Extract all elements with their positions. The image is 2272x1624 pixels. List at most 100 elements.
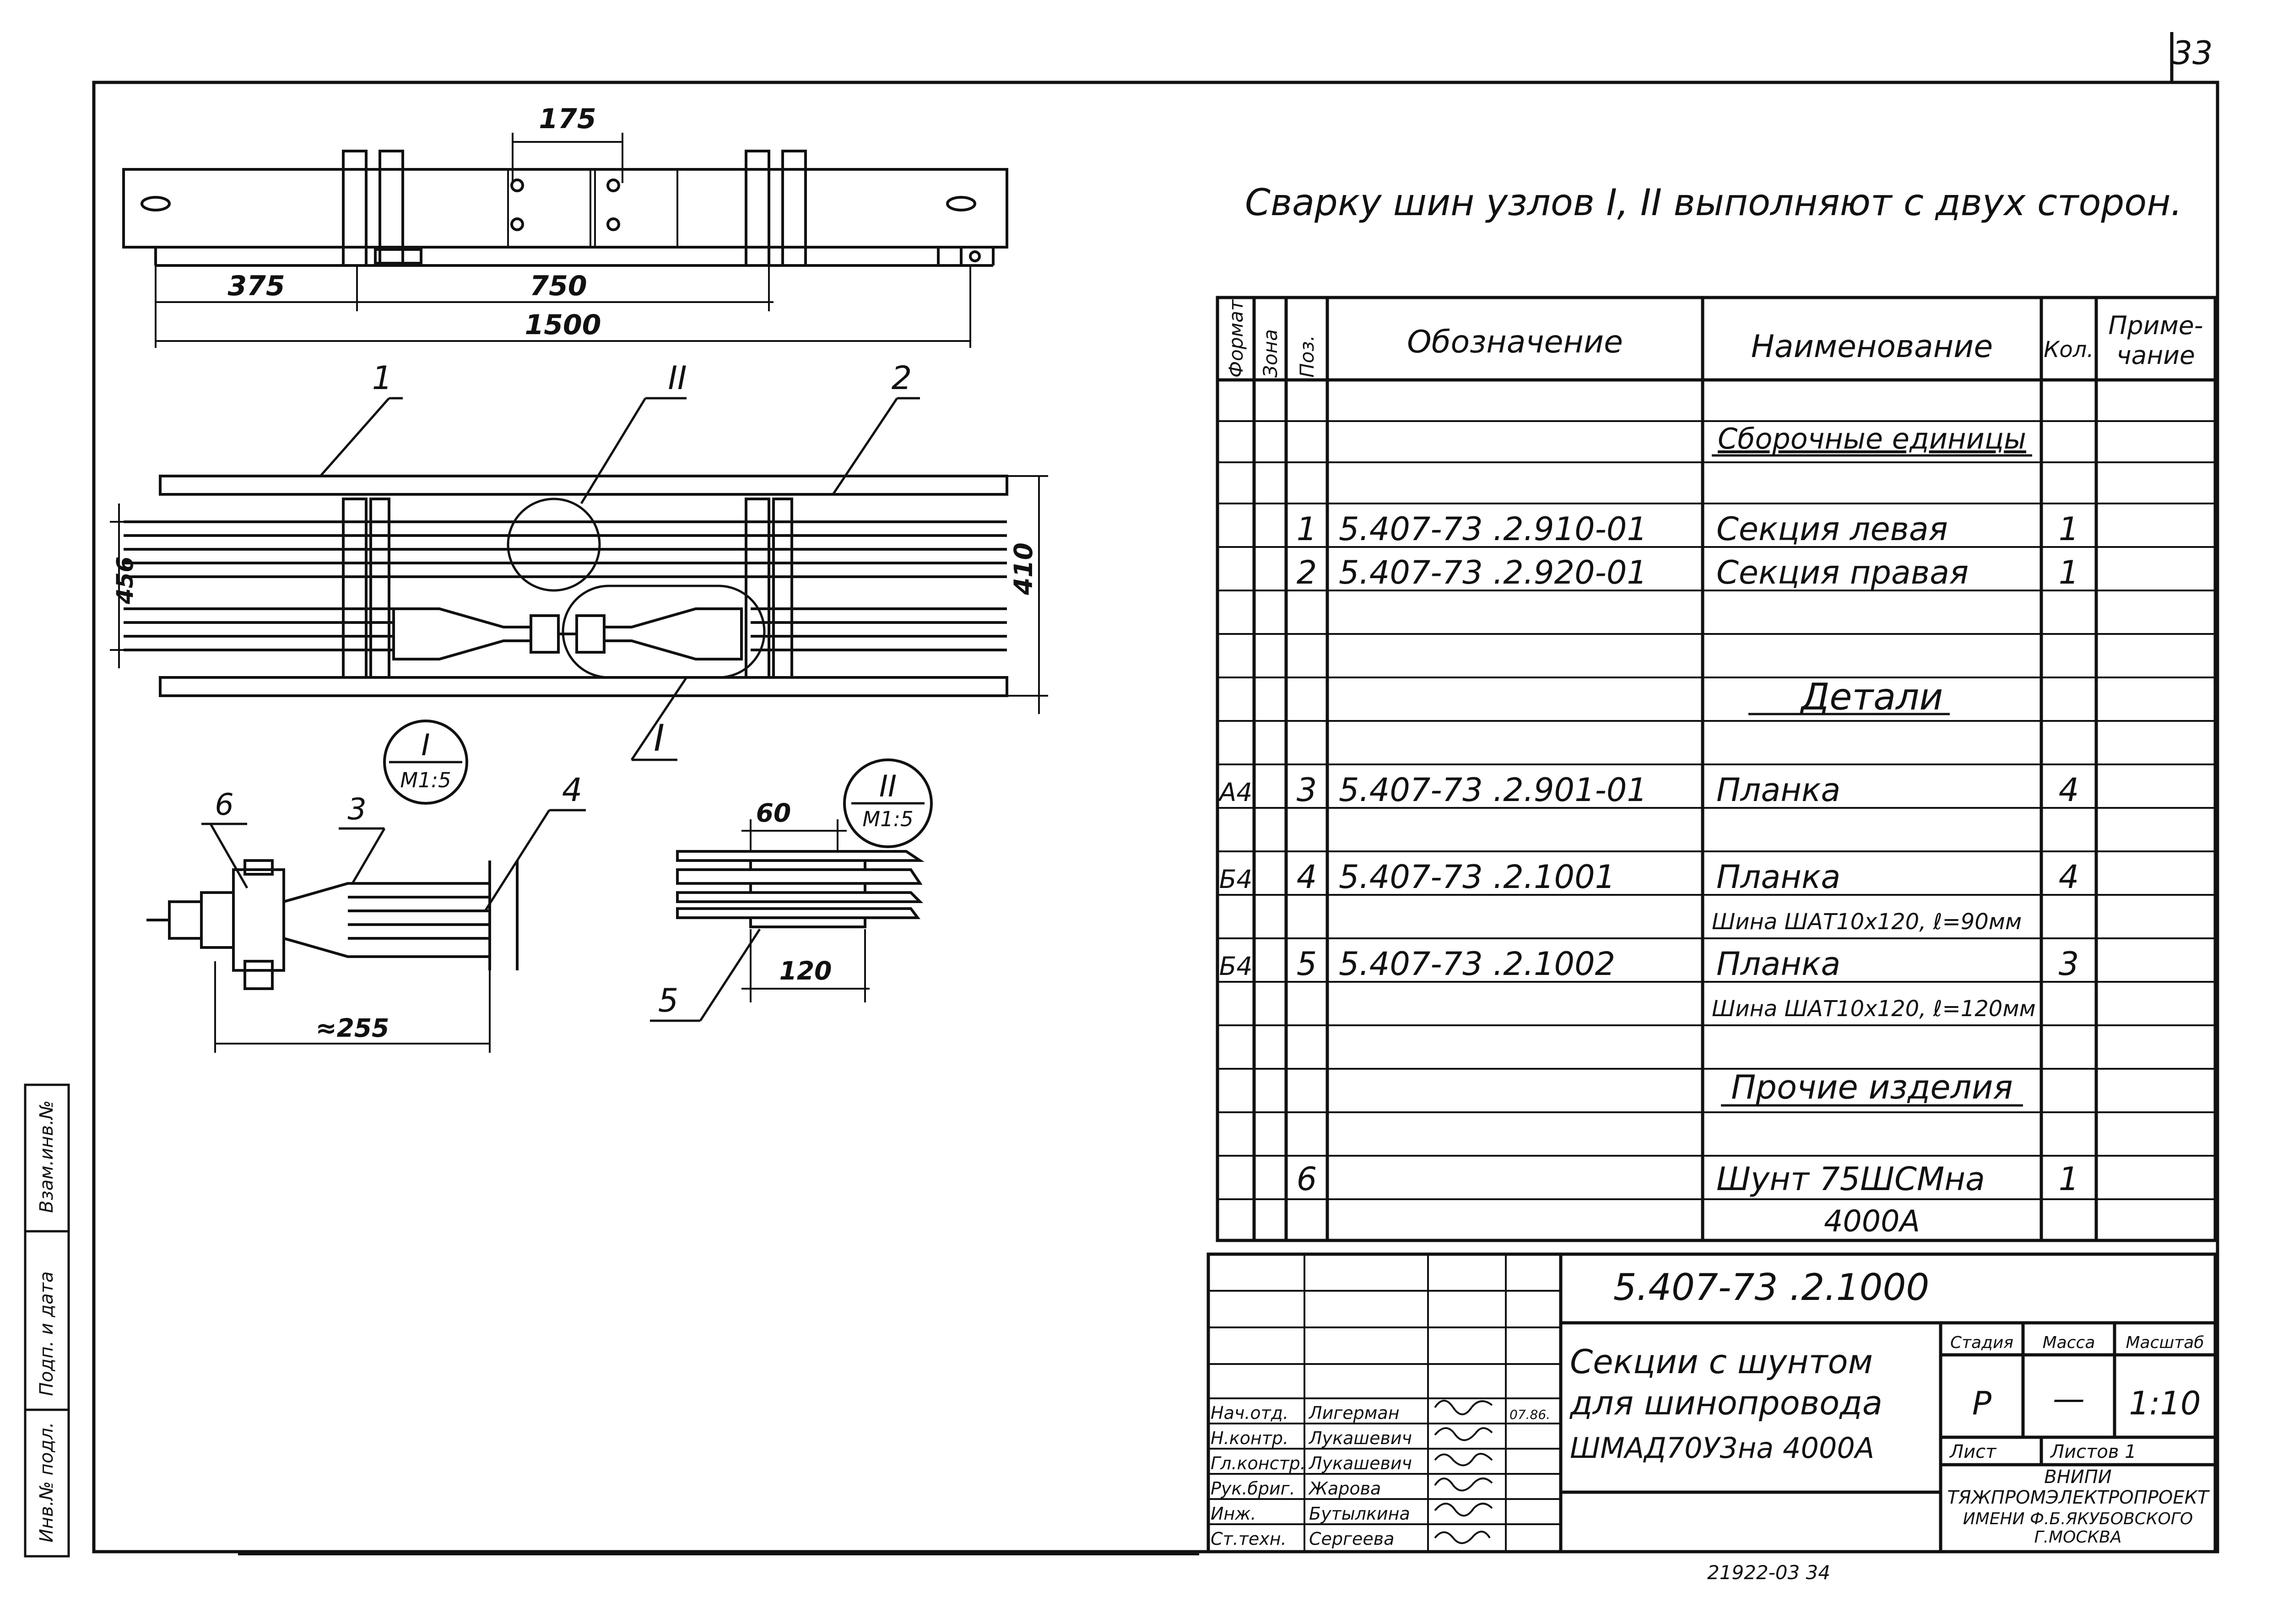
callout-6: 6 <box>215 788 233 822</box>
dim-456: 456 <box>112 557 138 605</box>
sign-role: Н.контр. <box>1211 1428 1288 1448</box>
table-row: Шина ШАТ10х120, ℓ=90мм <box>1712 909 2022 935</box>
row-qty: 1 <box>2059 1160 2079 1198</box>
sign-role: Гл.констр. <box>1211 1453 1306 1473</box>
table-row: 1 5.407-73 .2.910-01 Секция левая 1 <box>1297 510 2079 548</box>
header-format: Формат <box>1225 299 1247 378</box>
stage-value: Р <box>1972 1385 1992 1422</box>
callout-node-II: II <box>668 359 687 397</box>
front-view <box>110 397 1048 761</box>
header-name: Наименование <box>1751 329 1993 365</box>
callout-2: 2 <box>892 359 912 397</box>
row-designation: 5.407-73 .2.1002 <box>1339 945 1615 983</box>
sign-name: Лигерман <box>1308 1403 1400 1423</box>
row-qty: 1 <box>2059 554 2079 591</box>
sheet-frame <box>92 81 2219 1554</box>
welding-note: Сварку шин узлов I, II выполняют с двух … <box>1245 181 2182 224</box>
sign-name: Бутылкина <box>1309 1504 1410 1524</box>
bottom-code: 21922-03 34 <box>1707 1561 1830 1584</box>
header-note-2: чание <box>2116 341 2195 370</box>
signature-grid <box>1208 1254 1561 1552</box>
sign-name: Сергеева <box>1309 1529 1394 1549</box>
stage-label: Стадия <box>1950 1333 2013 1352</box>
dim-1500: 1500 <box>525 309 601 341</box>
row-name: Секция левая <box>1716 510 1948 548</box>
mass-label: Масса <box>2043 1333 2095 1352</box>
top-view <box>122 133 1008 348</box>
org-line-2: ТЯЖПРОМЭЛЕКТРОПРОЕКТ <box>1947 1487 2210 1508</box>
row-pos: 3 <box>1297 771 1317 809</box>
dim-60: 60 <box>756 798 791 828</box>
table-row: 4000А <box>1824 1204 1920 1239</box>
row-designation: 5.407-73 .2.920-01 <box>1339 554 1647 591</box>
detail-I <box>146 720 586 1053</box>
callout-5: 5 <box>658 982 679 1019</box>
dim-410: 410 <box>1009 542 1038 595</box>
header-zone: Зона <box>1259 329 1282 378</box>
row-pos: 2 <box>1297 554 1317 591</box>
row-qty: 3 <box>2059 945 2079 983</box>
sign-name: Лукашевич <box>1308 1428 1412 1448</box>
row-format: А4 <box>1218 778 1253 807</box>
table-row: 6 Шунт 75ШСМна 1 <box>1297 1160 2079 1198</box>
row-designation: 5.407-73 .2.910-01 <box>1339 510 1647 548</box>
dim-750: 750 <box>530 270 587 302</box>
dim-120: 120 <box>779 956 832 985</box>
sign-date: 07.86. <box>1509 1407 1550 1422</box>
detail-I-number: I <box>421 728 430 763</box>
row-pos: 1 <box>1297 510 1317 548</box>
side-margin-stamp <box>24 1083 70 1558</box>
header-designation: Обозначение <box>1407 324 1623 360</box>
margin-label-3: Инв.№ подл. <box>36 1422 57 1543</box>
sign-role: Нач.отд. <box>1211 1403 1288 1423</box>
row-format: Б4 <box>1219 865 1253 894</box>
org-line-1: ВНИПИ <box>2044 1467 2111 1488</box>
title-line-2: для шинопровода <box>1569 1384 1883 1422</box>
row-name: Планка <box>1716 858 1840 896</box>
table-row: 2 5.407-73 .2.920-01 Секция правая 1 <box>1297 554 2079 591</box>
row-name: Планка <box>1716 945 1840 983</box>
row-name: Шина ШАТ10х120, ℓ=90мм <box>1712 909 2022 935</box>
header-note-1: Приме- <box>2108 311 2203 340</box>
signature-scribbles <box>1434 1400 1493 1544</box>
header-pos: Поз. <box>1296 335 1318 378</box>
page-number: 33 <box>2172 34 2212 72</box>
callout-3: 3 <box>347 792 366 827</box>
row-pos: 6 <box>1297 1160 1317 1198</box>
row-format: Б4 <box>1219 952 1253 981</box>
sign-role: Рук.бриг. <box>1211 1478 1295 1499</box>
callout-node-I: I <box>654 717 665 759</box>
detail-I-scale: М1:5 <box>400 768 451 792</box>
dim-175: 175 <box>539 103 596 135</box>
mass-value: — <box>2053 1380 2085 1418</box>
org-line-4: Г.МОСКВА <box>2034 1528 2122 1547</box>
row-pos: 5 <box>1297 945 1317 983</box>
margin-label-2: Подп. и дата <box>36 1272 57 1396</box>
row-qty: 4 <box>2059 771 2079 809</box>
detail-II <box>650 758 933 1022</box>
sign-role: Инж. <box>1211 1504 1256 1524</box>
spec-table-grid <box>1216 296 2217 1242</box>
dim-255: ≈255 <box>316 1013 389 1043</box>
title-line-3: ШМАД70У3на 4000А <box>1570 1431 1874 1465</box>
row-designation: 5.407-73 .2.1001 <box>1339 858 1615 896</box>
table-row: Б4 5 5.407-73 .2.1002 Планка 3 <box>1219 945 2079 983</box>
title-line-1: Секции с шунтом <box>1570 1343 1873 1381</box>
org-line-3: ИМЕНИ Ф.Б.ЯКУБОВСКОГО <box>1963 1510 2193 1528</box>
row-name: Секция правая <box>1716 554 1969 591</box>
row-name: Шина ШАТ10х120, ℓ=120мм <box>1712 996 2036 1022</box>
section-details: Детали <box>1800 676 1943 718</box>
sign-role: Ст.техн. <box>1211 1529 1287 1549</box>
row-name: Шунт 75ШСМна <box>1716 1160 1985 1198</box>
header-qty: Кол. <box>2044 337 2093 363</box>
row-name: Планка <box>1716 771 1840 809</box>
spec-table-rows <box>1217 420 2215 1200</box>
detail-II-number: II <box>879 769 897 804</box>
row-designation: 5.407-73 .2.901-01 <box>1339 771 1647 809</box>
sign-name: Лукашевич <box>1308 1453 1412 1473</box>
scale-value: 1:10 <box>2129 1385 2201 1422</box>
dim-375: 375 <box>227 270 285 302</box>
section-other: Прочие изделия <box>1731 1068 2013 1106</box>
title-block-grid <box>1206 1252 2217 1554</box>
